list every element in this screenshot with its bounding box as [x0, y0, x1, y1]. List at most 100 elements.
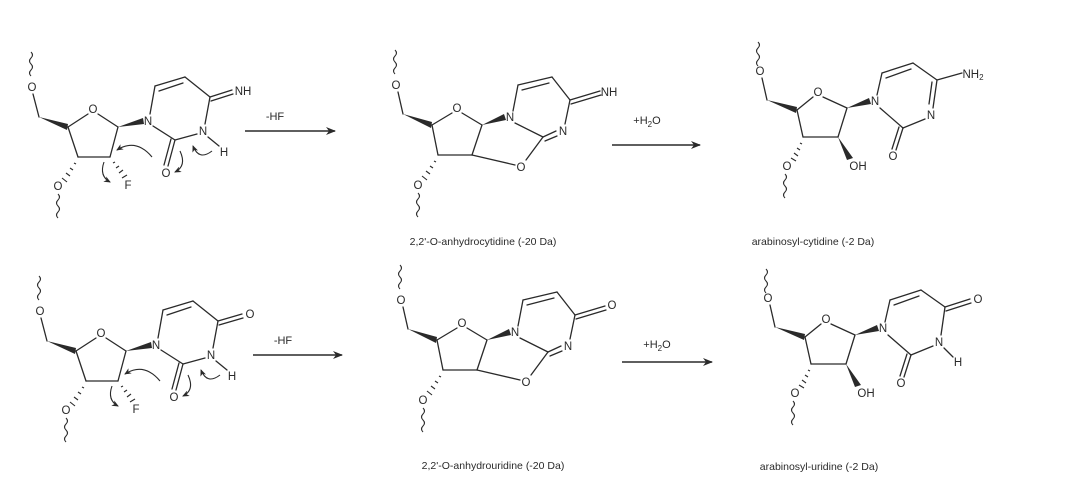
atom-h3: H: [954, 357, 962, 369]
atom-o5: O: [392, 80, 401, 92]
hashed-bond: [120, 385, 136, 403]
hashed-bond: [69, 386, 85, 407]
atom-o5: O: [756, 66, 765, 78]
curved-arrow: [174, 150, 184, 173]
atom-n1: N: [511, 327, 519, 339]
atom-o5: O: [764, 293, 773, 305]
atom-n3: N: [927, 110, 935, 122]
reagent-label: -HF: [266, 111, 285, 123]
curved-arrow: [192, 145, 213, 156]
arabinosyl-uridine-structure: O O N O N H O OH O arabinosyl-uridine: [760, 268, 983, 473]
atom-n1: N: [879, 323, 887, 335]
atom-o4: O: [974, 294, 983, 306]
atom-bridge-o: O: [517, 162, 526, 174]
atom-f: F: [124, 180, 131, 192]
atom-o5: O: [36, 306, 45, 318]
hashed-bond: [426, 375, 442, 396]
backbone-wavy-bond: [392, 49, 398, 75]
starting-nucleoside-uridine: O O N N O O H O F: [36, 275, 255, 443]
atom-n1: N: [871, 96, 879, 108]
wedge-bond: [118, 118, 144, 127]
atom-o5: O: [28, 82, 37, 94]
wedge-bond: [47, 341, 76, 354]
wedge-bond: [775, 327, 805, 340]
atom-ring-o: O: [453, 103, 462, 115]
hashed-bond: [112, 161, 128, 179]
atom-n1: N: [506, 112, 514, 124]
atom-o2: O: [889, 151, 898, 163]
atom-oh: OH: [849, 161, 866, 173]
atom-n3: N: [564, 341, 572, 353]
wedge-bond: [482, 114, 506, 125]
wedge-bond: [767, 100, 797, 113]
atom-o3: O: [414, 180, 423, 192]
backbone-wavy-bond: [790, 400, 796, 426]
curved-arrow: [200, 369, 221, 380]
backbone-wavy-bond: [420, 407, 426, 433]
atom-n3: N: [207, 350, 215, 362]
wedge-bond: [487, 329, 511, 340]
wedge-bond: [847, 98, 871, 108]
hashed-bond: [61, 162, 77, 183]
hashed-bond: [421, 160, 437, 181]
atom-imine-nh: NH: [235, 86, 252, 98]
atom-n1: N: [144, 116, 152, 128]
atom-n1: N: [152, 340, 160, 352]
wedge-bond: [846, 364, 861, 387]
compound-name: arabinosyl-uridine (-2 Da): [760, 461, 878, 473]
atom-n3: N: [559, 126, 567, 138]
starting-nucleoside-cytidine: O O N N NH O H O F: [28, 51, 252, 219]
anhydrouridine-structure: O O N O N O O 2,2'-O-anhydrouridine (-20…: [397, 264, 617, 472]
backbone-wavy-bond: [36, 275, 42, 301]
reaction-arrow-hydrolysis-2: +H2O: [622, 339, 713, 366]
atom-amino-nh2: NH2: [962, 69, 984, 82]
atom-ring-o: O: [814, 87, 823, 99]
backbone-wavy-bond: [782, 173, 788, 199]
reaction-arrow-elimination-1: -HF: [245, 111, 336, 135]
curved-arrow: [101, 161, 111, 183]
atom-o2: O: [897, 378, 906, 390]
wedge-bond: [403, 114, 432, 128]
compound-name: 2,2'-O-anhydrouridine (-20 Da): [422, 460, 565, 472]
atom-o3: O: [783, 161, 792, 173]
atom-ring-o: O: [97, 328, 106, 340]
atom-o4: O: [608, 300, 617, 312]
atom-o3: O: [62, 405, 71, 417]
reagent-label: -HF: [274, 335, 293, 347]
wedge-bond: [39, 117, 68, 130]
reaction-arrow-hydrolysis-1: +H2O: [612, 115, 701, 149]
atom-o2: O: [162, 168, 171, 180]
reaction-arrow-elimination-2: -HF: [253, 335, 343, 359]
backbone-wavy-bond: [55, 193, 61, 219]
atom-ring-o: O: [89, 104, 98, 116]
hashed-bond: [790, 142, 803, 162]
compound-name: arabinosyl-cytidine (-2 Da): [752, 236, 875, 248]
reagent-label: +H2O: [633, 115, 661, 129]
anhydrocytidine-structure: O O N NH N O O 2,2'-O-anhydrocytidine (-…: [392, 49, 618, 248]
atom-oh: OH: [857, 388, 874, 400]
atom-ring-o: O: [458, 318, 467, 330]
atom-o3: O: [54, 181, 63, 193]
backbone-wavy-bond: [28, 51, 34, 77]
atom-o2: O: [170, 392, 179, 404]
reagent-label: +H2O: [643, 339, 671, 353]
wedge-bond: [126, 342, 152, 351]
atom-bridge-o: O: [522, 377, 531, 389]
hashed-bond: [798, 369, 811, 389]
backbone-wavy-bond: [63, 417, 69, 443]
wedge-bond: [855, 325, 879, 335]
atom-h3: H: [228, 371, 236, 383]
atom-imine-nh: NH: [601, 87, 618, 99]
wedge-bond: [408, 329, 437, 343]
atom-o4: O: [246, 309, 255, 321]
atom-o3: O: [791, 388, 800, 400]
curved-arrow: [124, 368, 161, 382]
arabinosyl-cytidine-structure: O O N NH2 N O OH O arabinosyl-cytidine (…: [752, 41, 984, 248]
backbone-wavy-bond: [755, 41, 761, 67]
atom-f: F: [132, 404, 139, 416]
curved-arrow: [109, 385, 119, 407]
curved-arrow: [116, 144, 153, 158]
wedge-bond: [838, 137, 853, 160]
atom-n3: N: [199, 126, 207, 138]
